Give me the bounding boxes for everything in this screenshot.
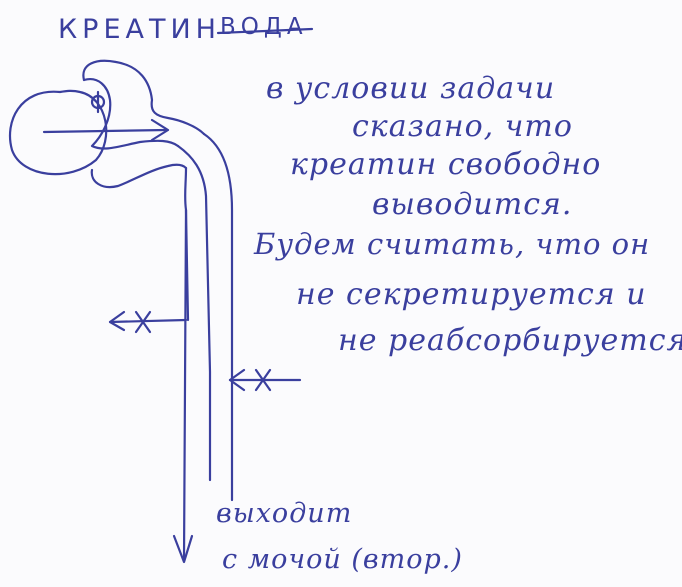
capsule-lower-wall [92,165,186,187]
note-line-4: выводится. [372,190,572,220]
note-line-6: не секретируется и [296,280,647,310]
output-label-line-1: выходит [216,500,352,527]
output-label-line-2: с мочой (втор.) [222,546,463,573]
note-line-1: в условии задачи [266,74,555,104]
filtration-arrow [44,130,166,132]
note-line-3: креатин свободно [290,150,601,180]
creatine-title: КРЕАТИН [58,16,221,43]
no-reabsorption-arrow [110,320,186,322]
note-line-2: сказано, что [352,112,573,142]
water-title-crossed: ВОДА [220,16,308,39]
note-line-5: Будем считать, что он [254,230,650,259]
note-line-7: не реабсорбируется. [338,326,682,356]
tubule-middle-wall [178,146,210,480]
